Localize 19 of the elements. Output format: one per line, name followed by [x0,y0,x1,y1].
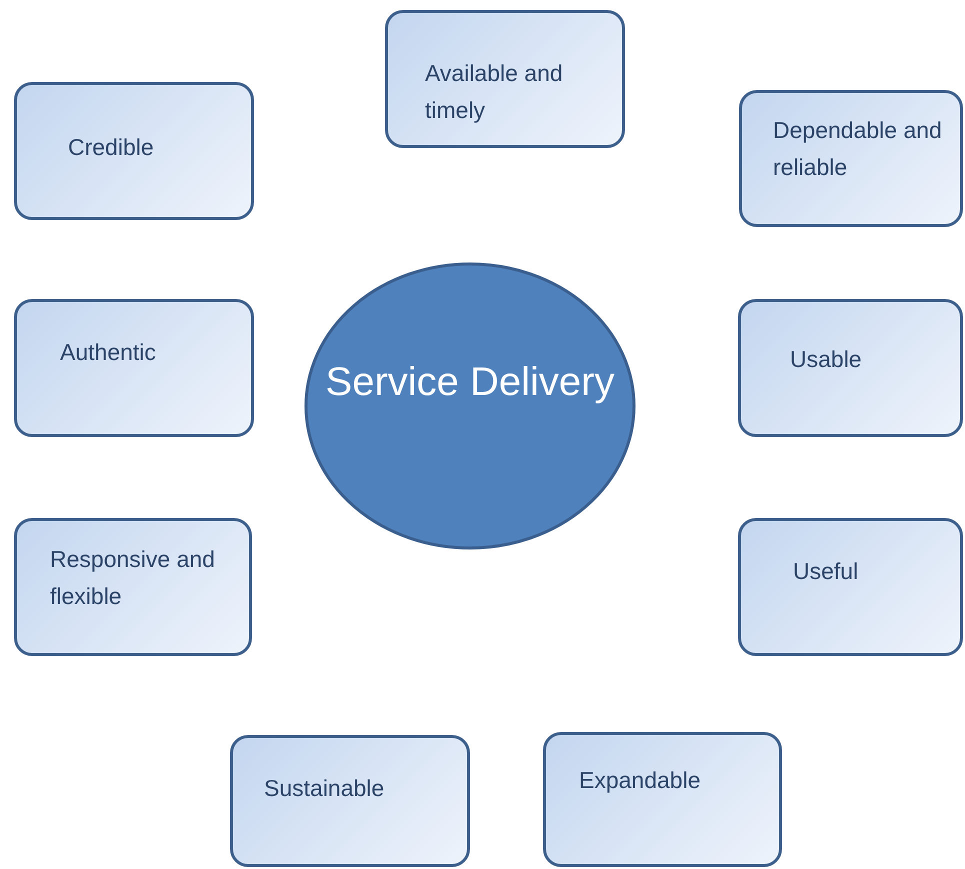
rounded-box [738,299,963,437]
box-label: Credible [68,133,155,162]
rounded-box [14,82,254,220]
rounded-box [230,735,470,867]
box-label: Authentic [60,338,157,367]
rounded-box [385,10,625,148]
rounded-box [738,518,963,656]
box-label: Expandable [579,766,702,795]
box-label: Usable [790,345,863,374]
rounded-box [14,518,252,656]
rounded-box [14,299,254,437]
center-label: Service Delivery [324,359,616,406]
box-label: Responsive and flexible [50,545,216,611]
box-label: Sustainable [264,774,386,803]
box-label: Useful [793,557,860,586]
rounded-box [543,732,782,867]
box-label: Dependable and reliable [773,116,943,182]
rounded-box [739,90,963,227]
box-label: Available and timely [425,59,564,125]
